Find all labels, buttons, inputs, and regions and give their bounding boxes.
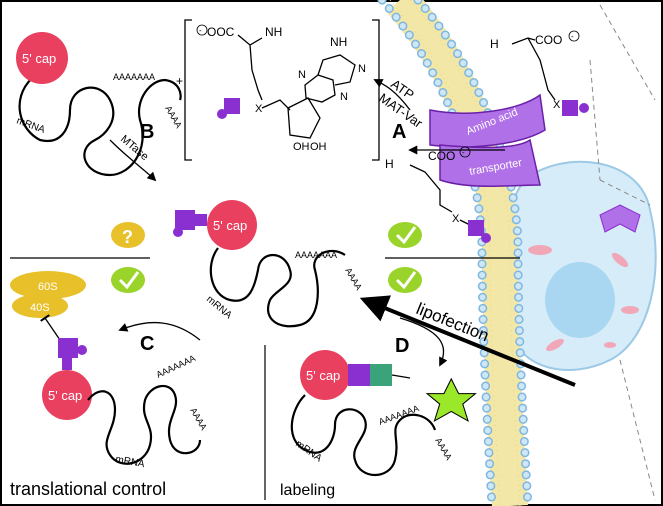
- svg-text:5' cap: 5' cap: [306, 368, 340, 383]
- cap-label: 5' cap: [22, 51, 56, 66]
- svg-text:AAAA: AAAA: [343, 266, 364, 292]
- zoom-line: [589, 59, 651, 206]
- svg-text:AAAA: AAAA: [163, 104, 184, 130]
- svg-text:AAAAAAA: AAAAAAA: [295, 250, 337, 260]
- svg-text:AAAA: AAAA: [433, 436, 454, 462]
- panel-d-label: D: [395, 335, 409, 357]
- oh-label: OH: [310, 141, 327, 153]
- lipofection-arrow: [359, 295, 576, 387]
- checkmark-icon: [388, 222, 422, 248]
- svg-text:N: N: [358, 63, 366, 75]
- svg-text:-: -: [199, 26, 202, 35]
- cell-icon: [500, 4, 657, 501]
- plus-label: +: [176, 74, 183, 88]
- ooc-label: OOC: [207, 25, 235, 39]
- ribo-60s: 60S: [38, 281, 58, 293]
- poly-a-label: AAAAAAA: [113, 72, 155, 82]
- svg-text:AAAA: AAAA: [188, 406, 209, 432]
- svg-text:mRNA: mRNA: [293, 438, 324, 464]
- checkmark-icon: [388, 267, 422, 293]
- cap-circle: [16, 32, 68, 84]
- puzzle-tag-icon: [562, 100, 578, 116]
- puzzle-tag-icon: [348, 364, 370, 386]
- translational-control-label: translational control: [10, 479, 166, 499]
- organelle: [604, 342, 616, 348]
- organelle: [528, 245, 552, 255]
- organelle: [611, 252, 629, 268]
- puzzle-tag-icon: [175, 210, 195, 230]
- sam-analog-structure: - OOC NH X OH OH NH N N N: [184, 19, 380, 161]
- organelle: [546, 338, 564, 352]
- svg-text:-: -: [462, 148, 465, 157]
- checkmark-icon: [111, 267, 145, 293]
- mrna-capped-center: 5' cap mRNA AAAAAAA AAAA: [173, 200, 364, 328]
- organelle: [621, 306, 639, 314]
- svg-text:N: N: [298, 69, 306, 81]
- oh-label: OH: [293, 141, 310, 153]
- svg-text:X: X: [452, 213, 460, 225]
- mat-arrow: [373, 79, 411, 111]
- nh2-label: NH: [330, 35, 347, 49]
- svg-text:5' cap: 5' cap: [48, 388, 82, 403]
- mini-transporter: [599, 204, 641, 233]
- mrna-c: [87, 384, 202, 465]
- puzzle-tag-icon: [468, 220, 484, 236]
- svg-text:N: N: [340, 91, 348, 103]
- svg-text:X: X: [255, 103, 263, 115]
- amino-acid-extracellular: H COO - X: [490, 30, 589, 116]
- mrna-uncapped: mRNA AAAAAAA AAAA: [15, 72, 184, 177]
- h3n-label: H: [490, 37, 499, 51]
- panel-b-label: B: [140, 121, 154, 143]
- x-label: X: [553, 99, 561, 111]
- arrow-d: [399, 317, 448, 367]
- inhibition-line: [40, 314, 61, 341]
- svg-text:AAAAAAA: AAAAAAA: [155, 353, 197, 380]
- coo-label: COO: [428, 149, 455, 163]
- h3n-label: H: [385, 157, 394, 171]
- svg-text:mRNA: mRNA: [114, 454, 145, 470]
- coo-label: COO: [535, 33, 562, 47]
- labeling-label: labeling: [280, 482, 335, 499]
- svg-text:-: -: [571, 32, 574, 41]
- ribosome: 60S 40S: [10, 271, 86, 318]
- svg-text:?: ?: [122, 227, 133, 247]
- panel-c-label: C: [140, 333, 154, 355]
- amino-acid-transporter: Amino acid transporter: [429, 93, 546, 187]
- mrna-labeled: 5' cap mRNA AAAAAAA AAAA: [290, 350, 477, 476]
- amino-acid-intracellular: H COO - X: [385, 146, 491, 243]
- puzzle-tag-icon: [224, 98, 240, 114]
- star-icon: [425, 377, 477, 423]
- svg-text:mRNA: mRNA: [204, 294, 234, 322]
- arrow-c: [118, 321, 201, 341]
- question-icon: ?: [111, 222, 145, 248]
- nh3-label: NH: [265, 25, 282, 39]
- cap-circle: [42, 370, 92, 420]
- svg-text:5' cap: 5' cap: [213, 218, 247, 233]
- membrane: [377, 0, 533, 506]
- ribo-40s: 40S: [30, 302, 50, 314]
- mtase-arrow: [109, 139, 157, 182]
- nucleus: [545, 262, 615, 338]
- panel-a-label: A: [392, 121, 406, 143]
- zoom-line: [599, 4, 656, 501]
- label-tag: [370, 364, 392, 386]
- puzzle-tag-icon: [58, 338, 78, 358]
